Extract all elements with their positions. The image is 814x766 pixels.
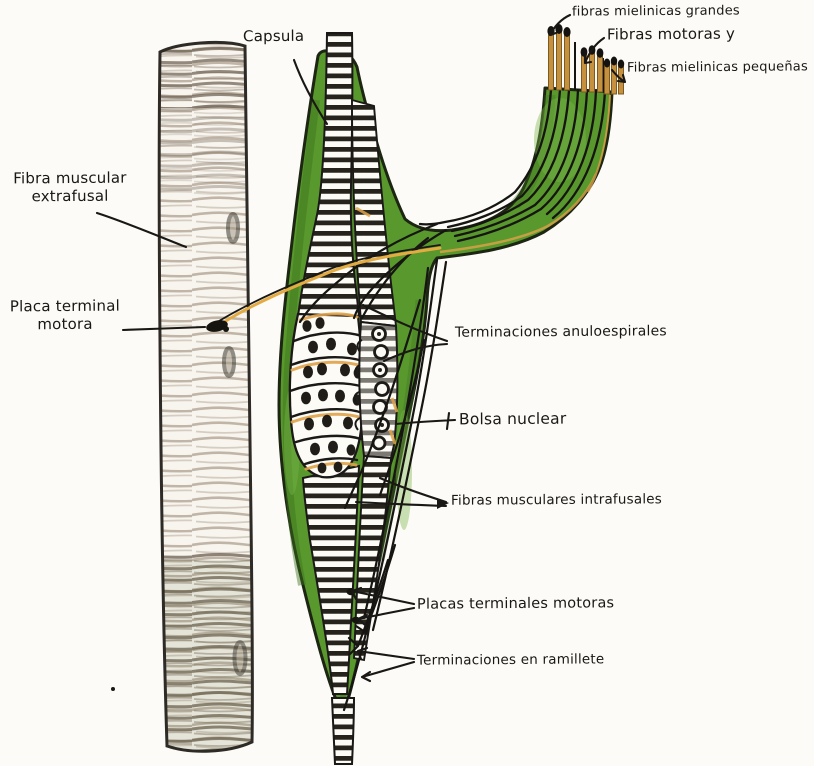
- extrafusal-nucleus: [222, 212, 248, 676]
- motor-axon: [218, 244, 442, 326]
- arrowhead-intrafusales: [437, 498, 449, 509]
- leader-capsula: [292, 58, 329, 126]
- label-terminaciones-en-ramillete: Terminaciones en ramillete: [416, 651, 605, 669]
- label-fibras-mielinicas-pequenas: Fibras mielinicas pequeñas: [626, 59, 808, 76]
- label-placas-terminales-motoras: Placas terminales motoras: [416, 595, 615, 613]
- leader-fibras-grandes: [548, 13, 572, 37]
- leader-ramillete: [356, 646, 416, 683]
- myelinated-fiber-cluster-small: [603, 56, 625, 95]
- myelinated-fiber-cluster-motor: [580, 45, 604, 93]
- leader-extrafusal: [95, 211, 188, 249]
- label-fibras-musculares-intrafusales: Fibras musculares intrafusales: [450, 491, 663, 509]
- motor-end-plate: [206, 320, 229, 332]
- label-bolsa-nuclear: Bolsa nuclear: [458, 409, 567, 429]
- ink-speck: [111, 687, 115, 691]
- chain-accents: [355, 206, 399, 445]
- label-fibras-motoras: Fibras motoras y: [606, 24, 736, 44]
- leader-bolsa-nuclear: [394, 411, 457, 431]
- intrafusal-fiber-bag: [288, 32, 366, 765]
- leader-anuloespirales: [361, 303, 449, 363]
- trunk-edge-accent: [439, 94, 611, 254]
- annulospiral-wraps: [288, 312, 366, 471]
- label-fibra-muscular-extrafusal: Fibra muscular extrafusal: [13, 168, 127, 205]
- extrafusal-fiber-drawing: [157, 40, 254, 753]
- leader-fibras-pequenas: [610, 68, 627, 84]
- leader-placas-motoras: [350, 586, 416, 627]
- leader-lines: [95, 13, 627, 683]
- label-terminaciones-anuloespirales: Terminaciones anuloespirales: [454, 323, 667, 341]
- bag-nuclei: [301, 317, 363, 474]
- myelinated-fiber-cluster-large: [547, 24, 571, 91]
- myelinated-fiber-bundle: [547, 24, 625, 95]
- label-fibras-mielinicas-grandes: fibras mielinicas grandes: [571, 3, 740, 20]
- leader-fibras-motoras: [583, 36, 606, 65]
- chain-wrap-curls: [353, 339, 363, 431]
- label-capsula: Capsula: [242, 26, 305, 46]
- label-placa-terminal-motora: Placa terminal motora: [9, 296, 121, 333]
- leader-placa-terminal: [121, 325, 207, 332]
